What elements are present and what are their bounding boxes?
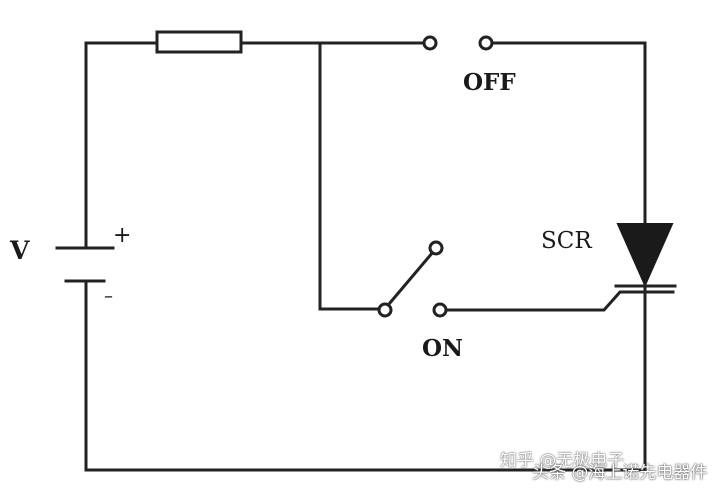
plus-sign: +: [113, 223, 132, 248]
wire-right-bottom: [84, 280, 647, 472]
wire-gate: [445, 290, 675, 312]
wire-inner-branch: [318, 41, 380, 311]
scr-thyristor: [614, 223, 677, 288]
resistor: [155, 30, 243, 54]
off-label: OFF: [463, 69, 516, 96]
scr-label: SCR: [541, 228, 592, 254]
on-switch: [377, 240, 448, 318]
wire-left-top: [84, 41, 159, 247]
off-switch: [422, 35, 494, 51]
on-label: ON: [422, 335, 464, 362]
watermark-line-2: 头条 @海上诺先电器件: [532, 463, 708, 483]
minus-sign: –: [104, 286, 113, 307]
voltage-label: V: [10, 236, 30, 265]
battery: [55, 243, 115, 283]
watermark-line-1: 知乎 @无极电子: [500, 451, 625, 471]
